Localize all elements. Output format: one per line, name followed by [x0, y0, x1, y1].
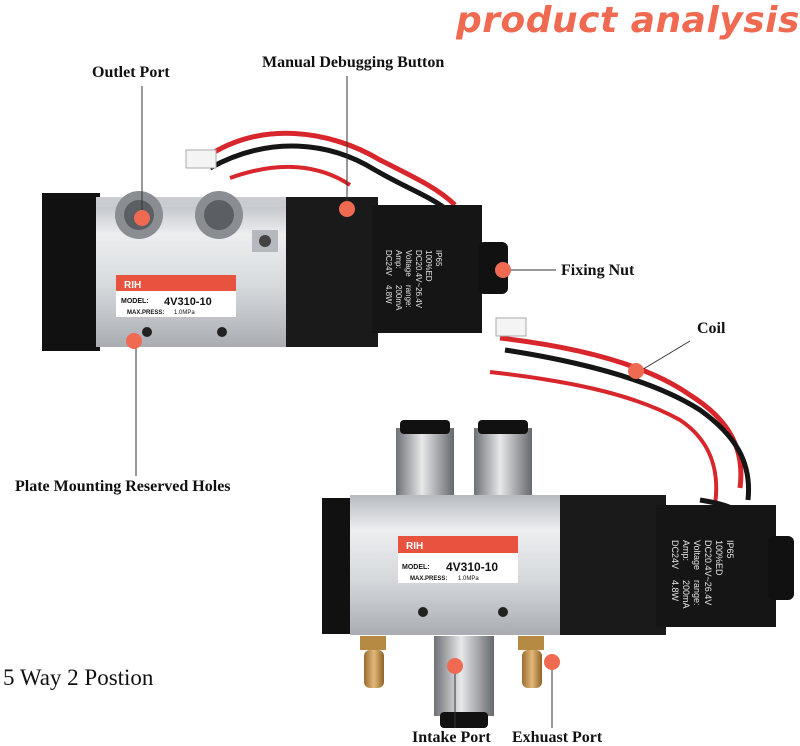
exhaust-muffler — [522, 650, 542, 688]
model-label: MODEL: — [402, 564, 430, 571]
push-fitting — [474, 428, 532, 498]
black-wire — [208, 143, 452, 214]
svg-text:DC20.4V~26.4V: DC20.4V~26.4V — [414, 250, 423, 309]
page-title: product analysis — [456, 0, 800, 41]
svg-text:Voltage: Voltage — [404, 250, 413, 277]
intake-fitting — [434, 636, 494, 716]
press-text: 1.0MPa — [458, 576, 479, 582]
top-valve: RIH MODEL: 4V310-10 MAX.PRESS: 1.0MPa DC… — [42, 130, 508, 351]
svg-text:IP65: IP65 — [434, 250, 443, 267]
svg-text:IP65: IP65 — [725, 540, 735, 559]
svg-text:range:: range: — [692, 580, 702, 606]
mounting-hole — [418, 607, 428, 617]
black-wire — [504, 347, 752, 501]
callouts — [126, 76, 691, 728]
svg-text:100%ED: 100%ED — [424, 250, 433, 282]
svg-text:4.8W: 4.8W — [670, 580, 680, 602]
svg-text:4.8W: 4.8W — [384, 285, 393, 304]
brand-text: RIH — [406, 541, 423, 552]
end-cap — [322, 498, 352, 634]
connector — [495, 317, 527, 337]
coil-text: DC24V Amp: Voltage DC20.4V~26.4V 100%ED … — [384, 250, 443, 311]
svg-text:Amp:: Amp: — [394, 250, 403, 269]
svg-text:Voltage: Voltage — [692, 540, 702, 570]
fixing-nut — [768, 536, 794, 600]
coil — [656, 505, 776, 627]
brand-text: RIH — [124, 280, 141, 291]
coil-text: DC24V Amp: Voltage DC20.4V~26.4V 100%ED … — [670, 540, 735, 609]
mounting-hole — [142, 327, 152, 337]
press-text: 1.0MPa — [174, 310, 195, 316]
label-manual-button: Manual Debugging Button — [262, 54, 445, 71]
red-wire — [203, 130, 457, 207]
label-exhaust-port: Exhuast Port — [512, 729, 603, 746]
svg-text:Amp:: Amp: — [681, 540, 691, 561]
press-label: MAX.PRESS: — [410, 576, 447, 582]
press-label: MAX.PRESS: — [127, 310, 164, 316]
svg-text:range:: range: — [404, 285, 413, 308]
pilot-section — [286, 197, 378, 347]
callout-dot — [544, 654, 560, 670]
model-label: MODEL: — [121, 298, 149, 305]
mounting-hole — [498, 607, 508, 617]
callout-dot — [126, 333, 142, 349]
connector — [185, 149, 217, 169]
callout-dot — [447, 658, 463, 674]
model-text: 4V310-10 — [164, 296, 212, 308]
svg-text:DC24V: DC24V — [384, 250, 393, 276]
svg-text:DC20.4V~26.4V: DC20.4V~26.4V — [703, 540, 713, 605]
svg-text:100%ED: 100%ED — [714, 540, 724, 576]
push-fitting — [396, 428, 454, 498]
red-wire — [229, 164, 352, 187]
model-text: 4V310-10 — [446, 560, 498, 574]
label-coil: Coil — [697, 320, 726, 337]
label-fixing-nut: Fixing Nut — [561, 262, 635, 279]
fixing-nut — [478, 242, 508, 294]
label-intake-port: Intake Port — [412, 729, 491, 746]
callout-dot — [134, 210, 150, 226]
bottom-valve: RIH MODEL: 4V310-10 MAX.PRESS: 1.0MPa DC… — [322, 317, 794, 728]
pilot-section — [560, 495, 666, 635]
red-wire — [489, 370, 719, 506]
subtitle-5-way: 5 Way 2 Postion — [3, 665, 154, 690]
coil — [372, 205, 482, 333]
end-cap — [42, 193, 100, 351]
svg-text:DC24V: DC24V — [670, 540, 680, 569]
callout-dot — [495, 262, 511, 278]
exhaust-muffler — [364, 650, 384, 688]
callout-dot — [339, 201, 355, 217]
svg-text:200mA: 200mA — [394, 285, 403, 311]
svg-text:200mA: 200mA — [681, 580, 691, 609]
label-mounting-holes: Plate Mounting Reserved Holes — [15, 478, 231, 495]
label-outlet-port: Outlet Port — [92, 64, 170, 81]
callout-dot — [628, 363, 644, 379]
mounting-hole — [217, 327, 227, 337]
